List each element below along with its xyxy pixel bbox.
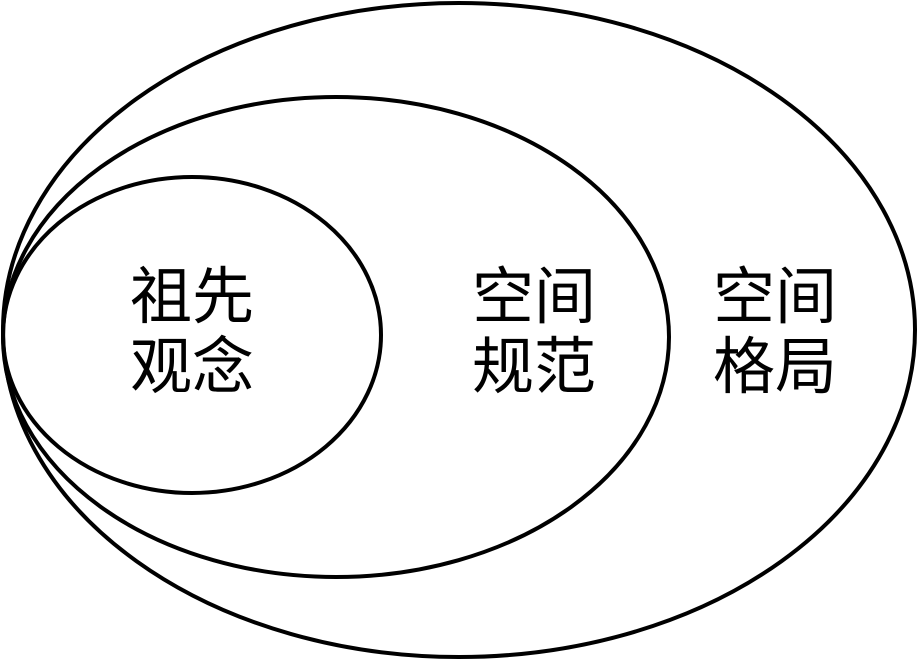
label-line2: 观念: [130, 330, 254, 403]
label-line2: 格局: [713, 330, 837, 403]
label-line2: 规范: [472, 330, 596, 403]
label-line1: 空间: [472, 260, 596, 333]
inner-ellipse: [1, 175, 383, 495]
label-line1: 祖先: [130, 260, 254, 333]
label-line1: 空间: [713, 260, 837, 333]
label-spatial-norms: 空间 规范: [472, 260, 596, 403]
label-spatial-pattern: 空间 格局: [713, 260, 837, 403]
label-ancestral-concept: 祖先 观念: [130, 260, 254, 403]
